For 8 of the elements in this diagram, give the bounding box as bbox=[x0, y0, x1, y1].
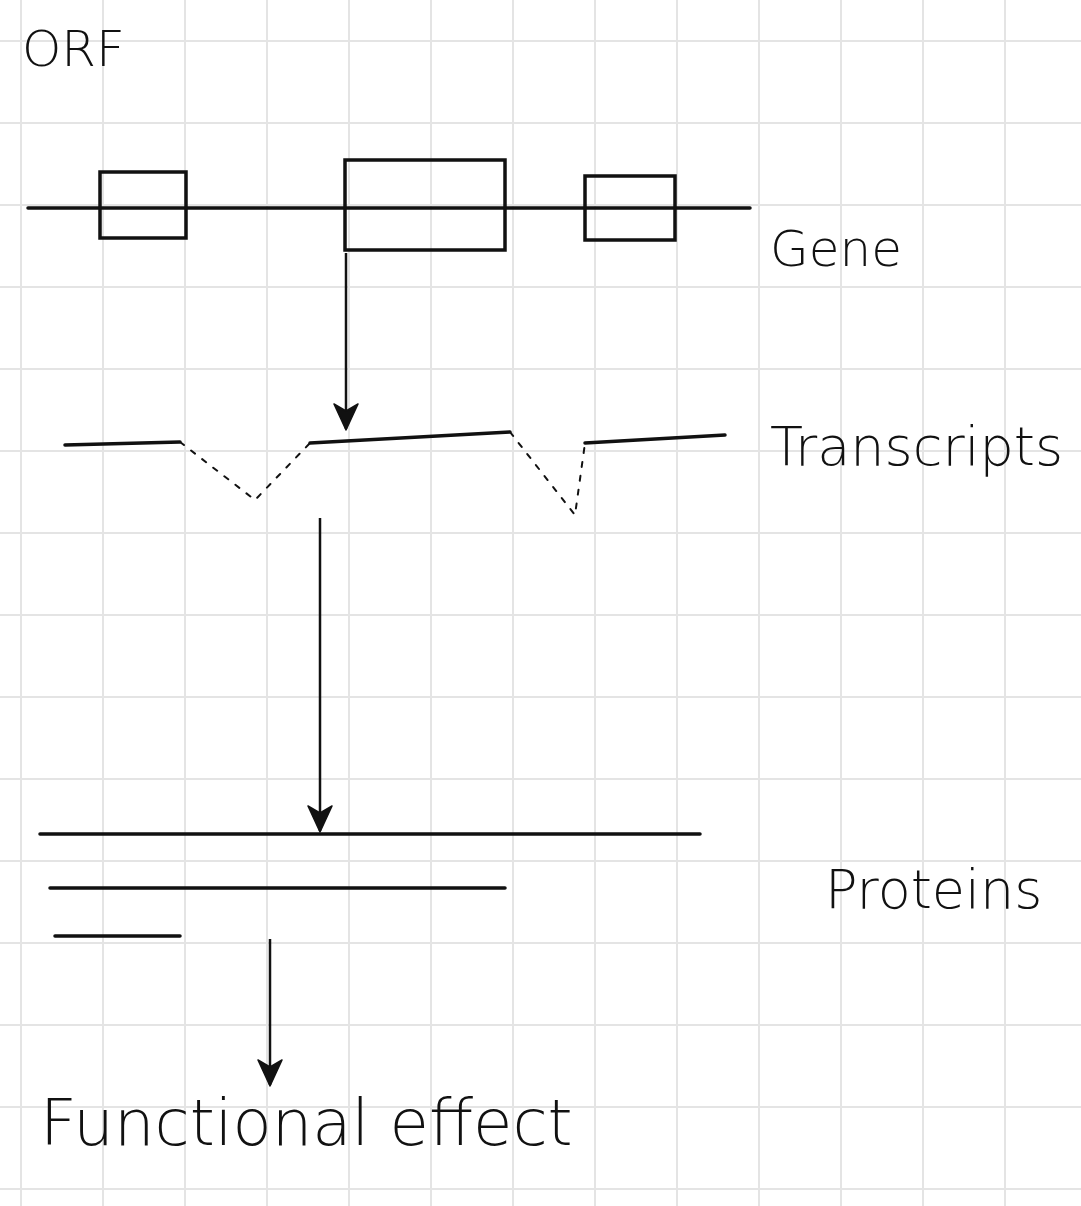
arrow bbox=[257, 939, 283, 1087]
gene-label: Gene bbox=[770, 222, 902, 277]
arrow bbox=[307, 518, 333, 833]
functional-effect-label: Functional effect bbox=[40, 1088, 573, 1159]
transcripts-label: Transcripts bbox=[770, 417, 1064, 477]
proteins-label: Proteins bbox=[825, 860, 1043, 920]
arrow bbox=[333, 253, 359, 431]
heading: ORF bbox=[22, 22, 125, 77]
